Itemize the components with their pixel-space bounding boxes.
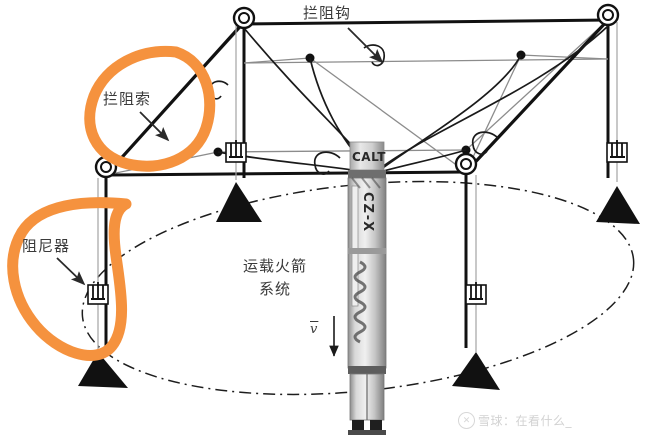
pulley-back-left — [232, 6, 256, 30]
label-arresting-cable: 拦阻索 — [103, 90, 152, 108]
tower-perspective-edges — [105, 19, 609, 176]
ground-anchor-back-right — [596, 186, 640, 224]
label-lvs-line2: 系统 — [259, 280, 292, 298]
tower-frame-back — [242, 18, 610, 178]
ground-anchor-front-right — [452, 352, 500, 390]
velocity-symbol: v — [310, 322, 319, 337]
damper-symbol-back-left — [225, 140, 247, 163]
rocket-model-mark: CZ-X — [360, 192, 375, 234]
label-lvs-line1: 运载火箭 — [243, 257, 308, 275]
damper-symbol-front-left — [87, 282, 109, 305]
label-damper: 阻尼器 — [22, 237, 71, 255]
hook-cable-lines — [217, 25, 609, 173]
label-velocity-vector: v — [310, 322, 318, 337]
highlight-loop-arresting-cable — [84, 45, 216, 172]
rocket-agency-mark: CALT — [352, 150, 386, 164]
watermark-text: 雪球：在看什么_ — [478, 414, 573, 428]
leader-arrow-damper — [56, 257, 86, 286]
label-launch-vehicle-system: 运载火箭 系统 — [243, 255, 307, 301]
ground-anchor-back-left — [216, 182, 262, 222]
leader-arrow-cable — [139, 111, 170, 142]
ground-anchor-front-left — [78, 352, 128, 388]
damper-symbol-front-right — [465, 282, 487, 305]
pulley-back-right — [596, 3, 620, 27]
launch-vehicle-rocket — [347, 141, 387, 435]
label-arresting-hook: 拦阻钩 — [303, 4, 352, 22]
highlight-loop-damper — [7, 197, 132, 361]
pulley-front-right — [454, 152, 478, 176]
watermark-logo-icon: ✕ — [458, 412, 475, 429]
leader-arrow-hook — [347, 27, 384, 64]
damper-symbol-back-right — [606, 140, 628, 163]
joint-dots — [213, 50, 526, 157]
